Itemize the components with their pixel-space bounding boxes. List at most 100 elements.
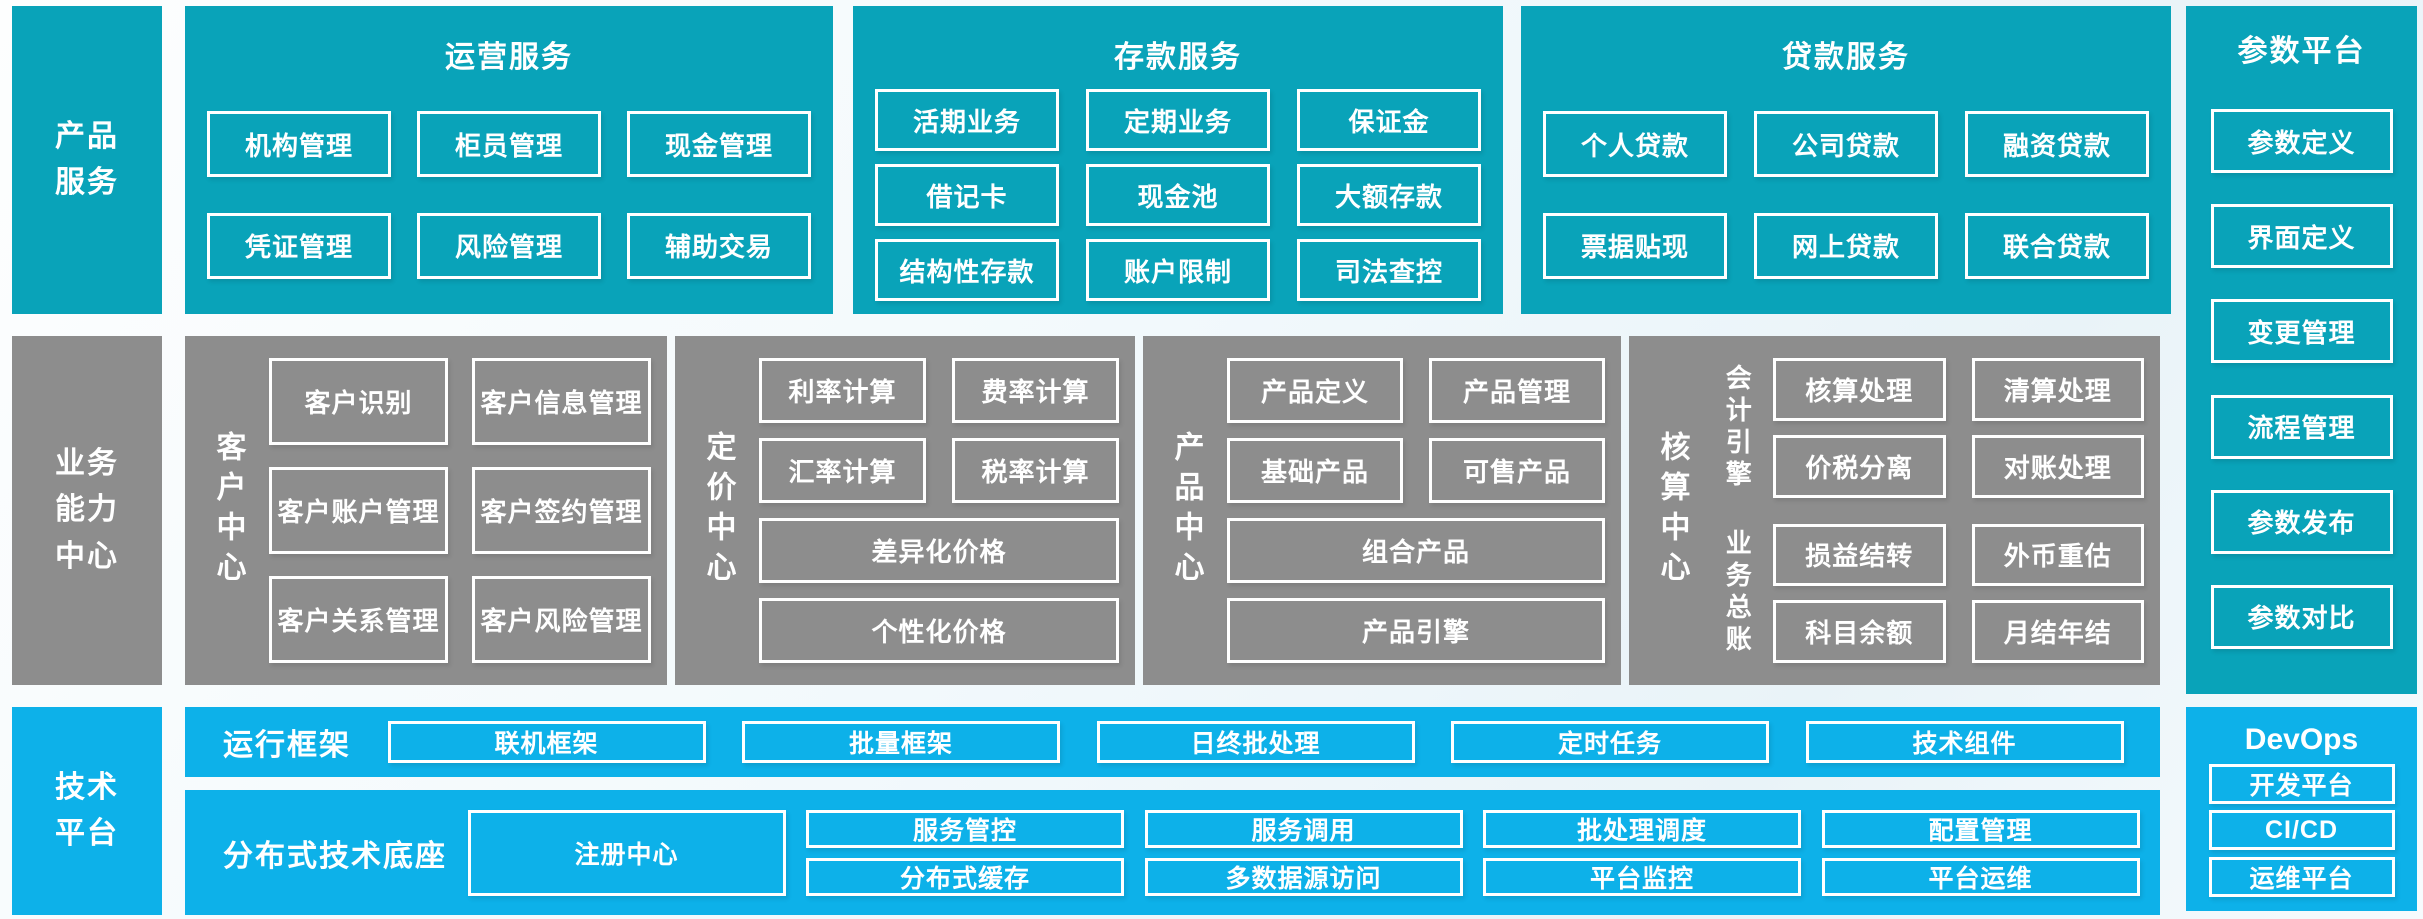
operations-item: 现金管理 [627, 111, 811, 178]
pricing-center-item: 汇率计算 [759, 438, 926, 503]
parameter-platform-item: 参数定义 [2210, 109, 2393, 174]
pricing-center-label: 定价中心 [701, 430, 735, 591]
registry-center-box: 注册中心 [467, 809, 786, 896]
card-loan-services: 贷款服务 个人贷款 公司贷款 融资贷款 票据贴现 网上贷款 联合贷款 [1521, 6, 2171, 314]
pricing-center-label-wrap: 定价中心 [691, 358, 745, 663]
product-center-item-wide: 组合产品 [1227, 518, 1605, 583]
card-operations-services: 运营服务 机构管理 柜员管理 现金管理 凭证管理 风险管理 辅助交易 [185, 6, 833, 314]
deposits-row: 借记卡 现金池 大额存款 [875, 164, 1481, 226]
business-ledger-item: 月结年结 [1971, 600, 2144, 663]
rail-tech-platform: 技术 平台 [12, 707, 162, 915]
rail-business-capability: 业务 能力 中心 [12, 336, 162, 685]
business-ledger-label: 业务总账 [1722, 529, 1753, 658]
operations-row: 机构管理 柜员管理 现金管理 [207, 111, 811, 178]
customer-center-item: 客户关系管理 [269, 576, 448, 663]
product-center-items: 产品定义 产品管理 基础产品 可售产品 组合产品 产品引擎 [1227, 358, 1605, 663]
business-ledger-group: 业务总账 损益结转 外币重估 科目余额 月结年结 [1713, 523, 2144, 664]
accounting-engine-item: 清算处理 [1971, 358, 2144, 421]
distributed-stack: 服务调用 多数据源访问 [1144, 809, 1463, 896]
operations-item: 柜员管理 [417, 111, 601, 178]
customer-center-items: 客户识别 客户信息管理 客户账户管理 客户签约管理 客户关系管理 客户风险管理 [269, 358, 651, 663]
accounting-center-label-wrap: 核算中心 [1645, 358, 1699, 663]
card-devops: DevOps 开发平台 CI/CD 运维平台 [2186, 707, 2417, 911]
deposits-item: 借记卡 [875, 164, 1059, 226]
loans-title: 贷款服务 [1782, 41, 1910, 74]
operations-item: 机构管理 [207, 111, 391, 178]
accounting-engine-group: 会计引擎 核算处理 清算处理 价税分离 对账处理 [1713, 358, 2144, 498]
customer-center-item: 客户识别 [269, 358, 448, 445]
pricing-center-item: 利率计算 [759, 358, 926, 423]
devops-item: 运维平台 [2208, 856, 2395, 897]
accounting-engine-item: 价税分离 [1773, 434, 1946, 498]
card-parameter-platform: 参数平台 参数定义 界面定义 变更管理 流程管理 参数发布 参数对比 [2186, 6, 2417, 694]
distributed-stack: 配置管理 平台运维 [1821, 809, 2140, 896]
rail-tech-platform-label: 技术 平台 [55, 770, 119, 851]
parameter-platform-item: 变更管理 [2210, 299, 2393, 364]
accounting-engine-label: 会计引擎 [1722, 363, 1753, 492]
rail-product-services: 产品 服务 [12, 6, 162, 314]
customer-center-item: 客户信息管理 [472, 358, 651, 445]
pricing-center-item: 费率计算 [952, 358, 1119, 423]
deposits-item: 保证金 [1297, 89, 1481, 151]
distributed-item: 配置管理 [1821, 809, 2140, 848]
distributed-item: 平台监控 [1483, 857, 1801, 896]
business-ledger-item: 科目余额 [1773, 600, 1946, 663]
card-product-center: 产品中心 产品定义 产品管理 基础产品 可售产品 组合产品 产品引擎 [1143, 336, 1621, 685]
product-center-item: 产品管理 [1429, 358, 1605, 423]
runtime-item: 定时任务 [1451, 721, 1769, 763]
deposits-item: 结构性存款 [875, 239, 1059, 301]
loans-item: 联合贷款 [1965, 212, 2149, 279]
loans-item: 票据贴现 [1543, 212, 1727, 279]
rail-product-services-label: 产品 服务 [55, 119, 119, 200]
devops-items: 开发平台 CI/CD 运维平台 [2186, 757, 2417, 911]
customer-center-label: 客户中心 [211, 430, 245, 591]
deposits-item: 账户限制 [1086, 239, 1270, 301]
deposits-item: 现金池 [1086, 164, 1270, 226]
runtime-item: 联机框架 [387, 721, 706, 763]
card-deposit-services: 存款服务 活期业务 定期业务 保证金 借记卡 现金池 大额存款 结构性存款 账户… [853, 6, 1503, 314]
operations-row: 凭证管理 风险管理 辅助交易 [207, 212, 811, 279]
deposits-item: 司法查控 [1297, 239, 1481, 301]
pricing-center-item-wide: 个性化价格 [759, 598, 1119, 663]
card-accounting-center: 核算中心 会计引擎 核算处理 清算处理 价税分离 对账处理 业务总账 损 [1629, 336, 2160, 685]
runtime-framework-label: 运行框架 [223, 729, 351, 762]
bar-distributed-base: 分布式技术底座 注册中心 服务管控 分布式缓存 服务调用 多数据源访问 批处理调… [185, 790, 2160, 915]
pricing-center-items: 利率计算 费率计算 汇率计算 税率计算 差异化价格 个性化价格 [759, 358, 1119, 663]
distributed-item: 平台运维 [1821, 857, 2140, 896]
operations-item: 凭证管理 [207, 212, 391, 279]
product-center-item: 基础产品 [1227, 438, 1403, 503]
accounting-engine-items: 核算处理 清算处理 价税分离 对账处理 [1773, 358, 2144, 498]
business-ledger-item: 损益结转 [1773, 523, 1946, 587]
pricing-center-item-wide: 差异化价格 [759, 518, 1119, 583]
devops-item: 开发平台 [2208, 763, 2395, 804]
rail-business-capability-label: 业务 能力 中心 [55, 446, 119, 573]
accounting-engine-item: 对账处理 [1971, 434, 2144, 498]
distributed-item: 分布式缓存 [806, 857, 1124, 896]
accounting-engine-label-wrap: 会计引擎 [1713, 358, 1761, 498]
product-center-item-wide: 产品引擎 [1227, 598, 1605, 663]
distributed-stack: 批处理调度 平台监控 [1483, 809, 1801, 896]
business-ledger-label-wrap: 业务总账 [1713, 524, 1761, 664]
loans-item: 公司贷款 [1754, 111, 1938, 178]
business-ledger-items: 损益结转 外币重估 科目余额 月结年结 [1773, 523, 2144, 663]
deposits-item: 大额存款 [1297, 164, 1481, 226]
bar-runtime-framework: 运行框架 联机框架 批量框架 日终批处理 定时任务 技术组件 [185, 707, 2160, 777]
operations-item: 辅助交易 [627, 212, 811, 279]
operations-title: 运营服务 [445, 41, 573, 74]
distributed-base-items: 注册中心 服务管控 分布式缓存 服务调用 多数据源访问 批处理调度 平台监控 配… [447, 809, 2160, 896]
distributed-stack: 服务管控 分布式缓存 [806, 809, 1124, 896]
business-ledger-item: 外币重估 [1971, 523, 2144, 587]
parameter-platform-item: 界面定义 [2210, 204, 2393, 269]
deposits-item: 定期业务 [1086, 89, 1270, 151]
deposits-title: 存款服务 [1114, 41, 1242, 74]
runtime-item: 日终批处理 [1096, 721, 1415, 763]
accounting-center-groups: 会计引擎 核算处理 清算处理 价税分离 对账处理 业务总账 损益结转 外币重估 … [1713, 358, 2144, 663]
deposits-row: 活期业务 定期业务 保证金 [875, 89, 1481, 151]
loans-row: 票据贴现 网上贷款 联合贷款 [1543, 212, 2149, 279]
runtime-item: 批量框架 [742, 721, 1060, 763]
pricing-center-item: 税率计算 [952, 438, 1119, 503]
deposits-row: 结构性存款 账户限制 司法查控 [875, 239, 1481, 301]
distributed-item: 多数据源访问 [1144, 857, 1463, 896]
operations-items: 机构管理 柜员管理 现金管理 凭证管理 风险管理 辅助交易 [185, 76, 833, 314]
